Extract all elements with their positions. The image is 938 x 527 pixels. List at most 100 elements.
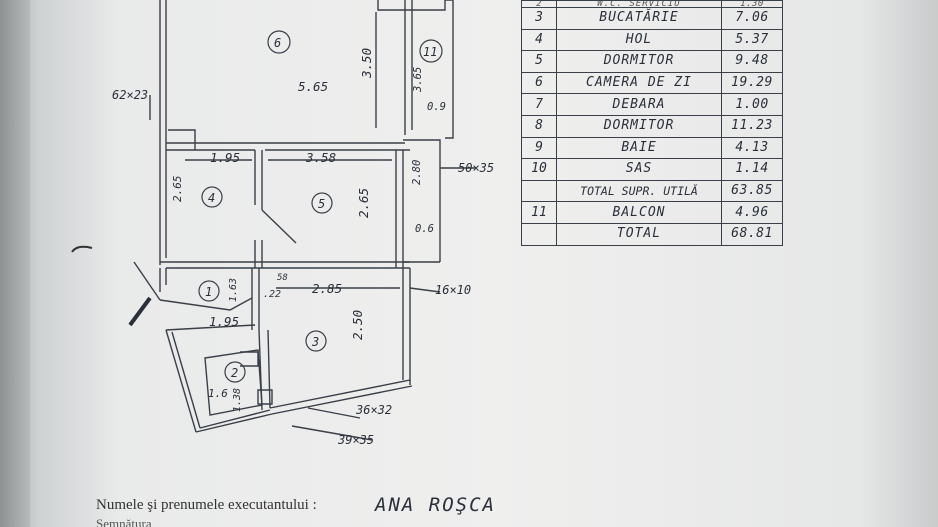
dim-room-6-height: 3.50 [359,48,374,79]
opening-39x35: 39×35 [337,433,374,447]
wall [165,324,256,331]
row-area: 11.23 [721,114,783,138]
dim-room-4-height: 2.65 [171,176,184,203]
row-name: TOTAL [556,222,722,246]
row-area: 68.81 [721,222,783,246]
dim-room-5-width: 3.58 [305,150,336,165]
row-name: BALCON [556,201,722,224]
row-area: 1.00 [721,93,783,116]
table-row: 6 CAMERA DE ZI 19.29 [521,71,783,95]
row-area: 1.14 [721,158,783,181]
table-row: 7 DEBARA 1.00 [521,93,783,116]
room-circle-1 [198,280,220,302]
wall [404,0,413,135]
wall [195,409,273,433]
room-circle-4 [201,186,223,208]
fixture [257,389,273,405]
mark-58: 58 [277,273,288,283]
row-number: 6 [521,71,557,95]
door-swing [261,209,297,244]
dim-leader [409,287,441,293]
fixture [240,351,259,367]
row-number: 2 [521,0,557,8]
row-number [521,222,557,246]
row-number [521,179,557,203]
row-name: W.C. SERVICIU [556,0,722,8]
signature-label: Semnătura [96,516,152,527]
row-number: 5 [521,50,557,73]
row-number: 3 [521,7,557,30]
table-row: 4 HOL 5.37 [521,28,783,52]
room-circle-2 [224,361,246,383]
row-number: 10 [521,158,557,181]
room-area-table: 2 W.C. SERVICIU 1.30 3 BUCATĂRIE 7.06 4 … [521,0,783,246]
opening-50x35: 50×35 [458,161,494,175]
room-circle-3 [305,330,327,352]
row-area: 19.29 [721,71,783,95]
executant-label: Numele şi prenumele executantului : [96,497,317,513]
opening-62x23: 62×23 [112,88,148,102]
room-label-6: 6 [274,36,281,50]
wall [166,142,405,151]
room-circle-5 [311,192,333,214]
row-area: 7.06 [721,7,783,30]
table-row: 5 DORMITOR 9.48 [521,50,783,73]
dim-room-11-width: 0.9 [427,101,446,113]
row-area: 1.30 [721,0,783,8]
dim-room-3-height: 2.50 [350,310,365,340]
wall [168,129,196,150]
wall [159,268,167,292]
row-area: 4.96 [721,201,783,224]
row-area: 9.48 [721,50,783,73]
row-number: 8 [521,114,557,138]
dim-room-2-width: 1.6 [208,387,228,400]
balcony-wall [445,0,454,139]
row-area: 63.85 [721,179,783,203]
pen-mark [71,245,93,253]
wall [402,268,411,385]
room-label-5: 5 [318,197,325,211]
table-row-total: TOTAL 68.81 [521,222,783,246]
table-row: 2 W.C. SERVICIU 1.30 [521,0,783,8]
dim-room-3-width: 2.85 [312,281,342,296]
dim-room-4-width: 1.95 [210,150,240,165]
dim-room-11-length: 3.65 [412,67,424,93]
door-mark [128,296,152,327]
wall [269,379,413,415]
dim-room-6-width: 5.65 [298,79,328,94]
closet-wall [403,139,441,262]
row-name: CAMERA DE ZI [556,71,722,95]
row-number: 9 [521,136,557,160]
table-row: 8 DORMITOR 11.23 [521,114,783,138]
row-area: 4.13 [721,136,783,160]
room-label-4: 4 [208,191,215,205]
room-circle-11 [419,39,443,63]
dim-room-1-width: 1.95 [209,314,239,329]
dim-room-1-height: 1.63 [228,278,239,302]
room-label-1: 1 [205,285,212,299]
table-row: 3 BUCATĂRIE 7.06 [521,7,783,30]
room-label-2: 2 [231,366,238,380]
table-row: 11 BALCON 4.96 [521,201,783,224]
row-number: 11 [521,201,557,224]
room-circle-6 [267,30,291,54]
row-name: BAIE [556,136,722,160]
wall [377,0,446,11]
wall [254,240,263,268]
row-name: HOL [556,28,722,52]
wall [395,150,404,268]
wall [258,329,271,411]
door-line [133,261,161,301]
dim-room-5-height: 2.65 [356,188,371,218]
mark-22: .22 [263,289,281,300]
room-label-3: 3 [311,335,319,349]
table-row: 10 SAS 1.14 [521,158,783,181]
dim-leader [291,407,373,441]
row-name: DORMITOR [556,114,722,138]
row-name: BUCATĂRIE [556,7,722,30]
row-name: DEBARA [556,93,722,116]
opening-36x32: 36×32 [355,403,392,417]
row-name: TOTAL SUPR. UTILĂ [556,179,722,203]
